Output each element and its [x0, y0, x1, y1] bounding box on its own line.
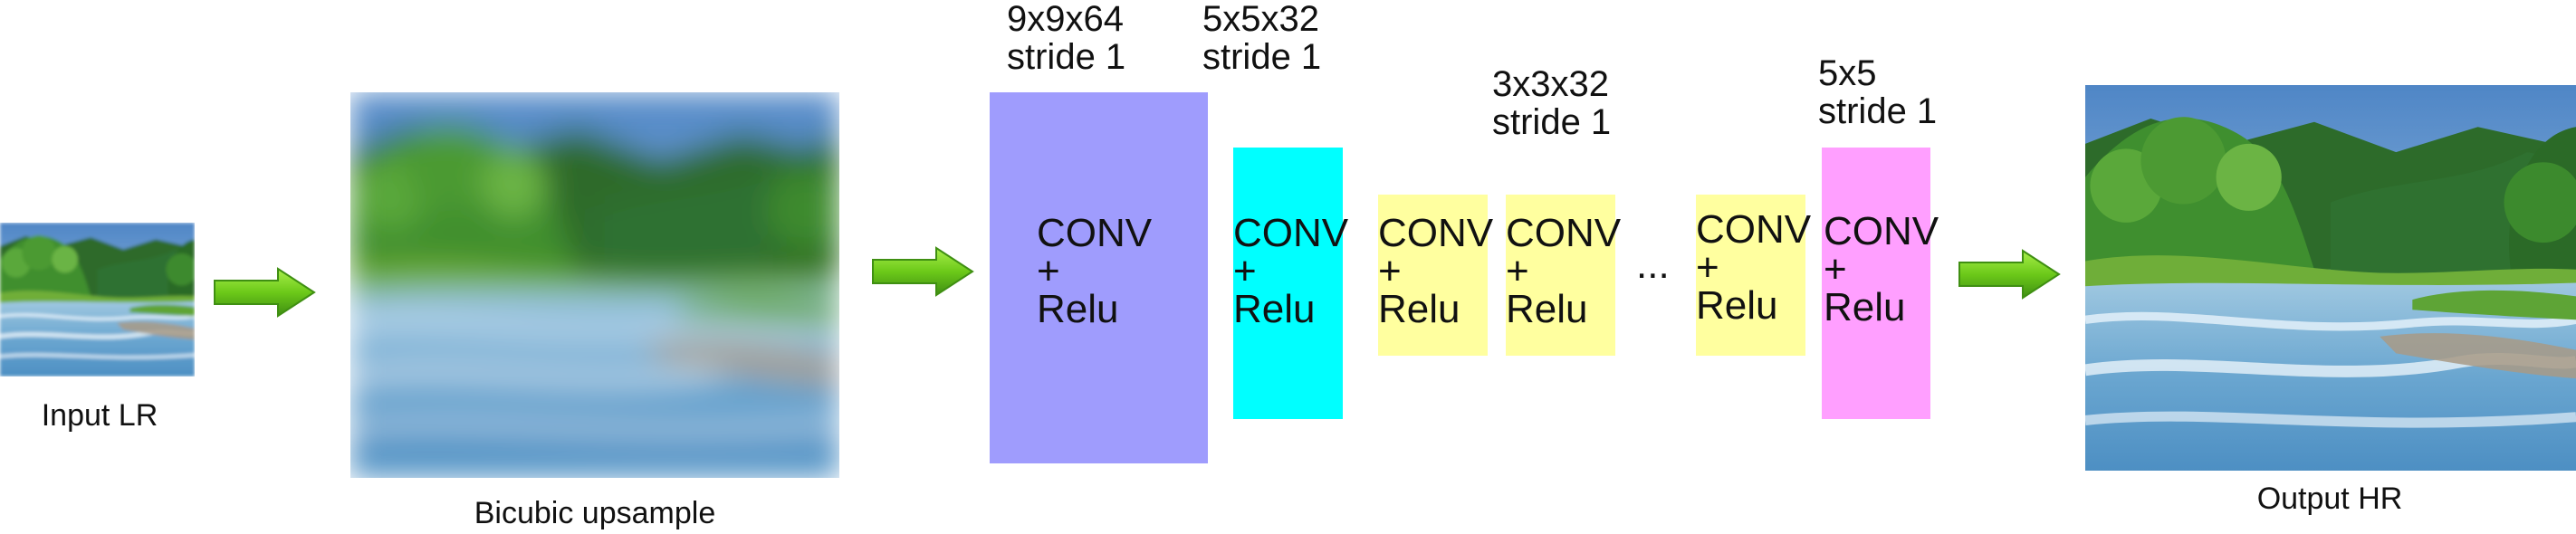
conv-layer-5: CONV+Relu [1696, 195, 1811, 356]
conv-layer-1: CONV+Relu [990, 92, 1208, 463]
output-hr-caption: Output HR [2256, 482, 2403, 516]
conv-layer-2: CONV+Relu [1233, 148, 1348, 419]
output-hr-image [2085, 85, 2576, 471]
conv-layer-4: CONV+Relu [1506, 195, 1621, 356]
input-lr-caption: Input LR [41, 398, 158, 433]
arrow-right-icon [213, 267, 317, 318]
input-lr-image [0, 223, 195, 377]
arrow-right-icon [1958, 249, 2062, 300]
arrow-right-icon [871, 246, 975, 297]
conv-layer-3: CONV+Relu [1378, 195, 1493, 356]
conv-layer-6: CONV+Relu [1822, 148, 1939, 419]
bicubic-upsampled-image [350, 92, 839, 478]
bicubic-upsample-caption: Bicubic upsample [474, 496, 716, 530]
ellipsis: ... [1636, 243, 1670, 287]
